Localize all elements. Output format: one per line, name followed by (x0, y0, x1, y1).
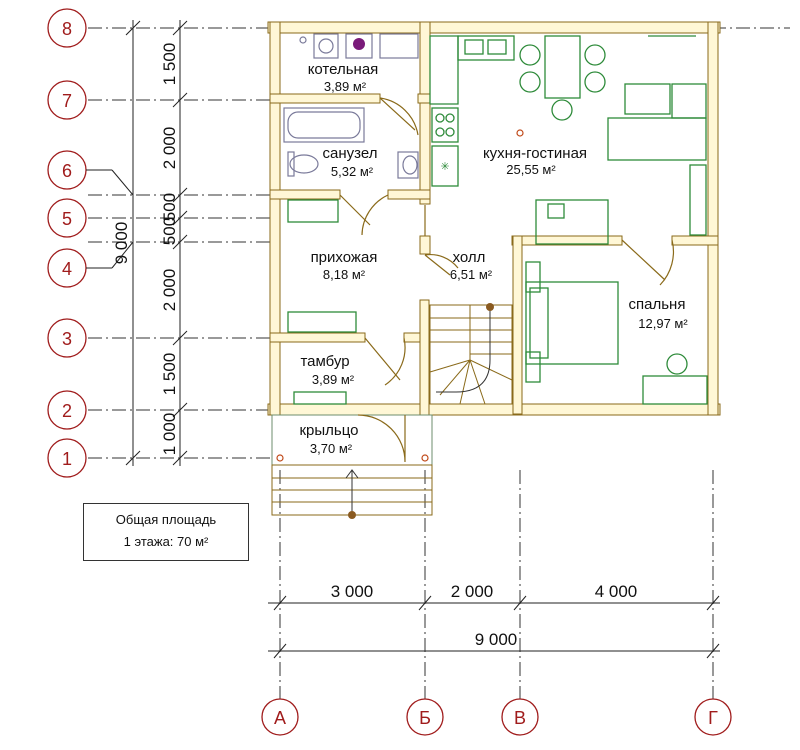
row-axis-markers (47, 8, 87, 478)
dim-vertical-3-4: 2 000 (160, 269, 179, 312)
axis-row-5: 5 (62, 209, 72, 229)
axis-col-B: Б (419, 708, 431, 728)
total-area-note: Общая площадь 1 этажа: 70 м² (83, 503, 249, 561)
axis-row-4: 4 (62, 259, 72, 279)
axis-row-6: 6 (62, 161, 72, 181)
room-name-hallway: прихожая (311, 249, 378, 266)
room-area-boiler: 3,89 м² (324, 79, 367, 94)
room-name-kitchen: кухня-гостиная (483, 145, 587, 162)
total-area-title: Общая площадь (115, 512, 217, 527)
staircase (429, 303, 513, 405)
axis-row-1: 1 (62, 449, 72, 469)
row-axis-labels: 8 7 6 5 4 3 2 1 (62, 19, 72, 469)
dim-vertical-6-7: 2 000 (160, 127, 179, 170)
column-axis-labels: А Б В Г (274, 708, 718, 728)
room-area-porch: 3,70 м² (310, 441, 353, 456)
room-name-boiler: котельная (308, 61, 379, 78)
room-area-bathroom: 5,32 м² (331, 164, 374, 179)
dim-vertical-total: 9 000 (112, 222, 131, 265)
room-name-bedroom: спальня (629, 296, 686, 313)
room-area-kitchen: 25,55 м² (506, 162, 556, 177)
svg-text:✳: ✳ (440, 161, 449, 173)
dim-vertical-4-5: 500 (160, 217, 179, 245)
room-name-bathroom: санузел (323, 145, 378, 162)
axis-col-G: Г (708, 708, 718, 728)
axis-row-2: 2 (62, 401, 72, 421)
axis-row-8: 8 (62, 19, 72, 39)
room-area-bedroom: 12,97 м² (638, 316, 688, 331)
dim-vertical-1-2: 1 000 (160, 413, 179, 456)
axis-col-A: А (274, 708, 286, 728)
room-name-vestibule: тамбур (300, 353, 349, 370)
fixtures: ✳ (283, 33, 708, 405)
dim-vertical-5-6: 500 (160, 193, 179, 221)
axis-row-3: 3 (62, 329, 72, 349)
dim-horizontal-total: 9 000 (475, 630, 518, 649)
room-name-hall: холл (453, 249, 486, 266)
dim-vertical-2-3: 1 500 (160, 353, 179, 396)
total-area-value: 1 этажа: 70 м² (123, 534, 209, 549)
porch (271, 414, 433, 519)
axis-row-7: 7 (62, 91, 72, 111)
dim-horizontal-V-G: 4 000 (595, 582, 638, 601)
doors (339, 97, 675, 386)
vertical-dimension-chain: 9 000 1 500 2 000 500 500 2 000 1 500 1 … (112, 20, 188, 466)
room-name-porch: крыльцо (299, 422, 358, 439)
room-area-hall: 6,51 м² (450, 267, 493, 282)
room-area-hallway: 8,18 м² (323, 267, 366, 282)
column-axis-markers (261, 698, 732, 736)
room-labels: котельная 3,89 м² санузел 5,32 м² кухня-… (299, 61, 688, 456)
horizontal-dimension-chain: 3 000 2 000 4 000 9 000 (268, 582, 720, 659)
dim-horizontal-B-V: 2 000 (451, 582, 494, 601)
dim-horizontal-A-B: 3 000 (331, 582, 374, 601)
dim-vertical-7-8: 1 500 (160, 43, 179, 86)
room-area-vestibule: 3,89 м² (312, 372, 355, 387)
walls (267, 21, 721, 416)
axis-col-V: В (514, 708, 526, 728)
